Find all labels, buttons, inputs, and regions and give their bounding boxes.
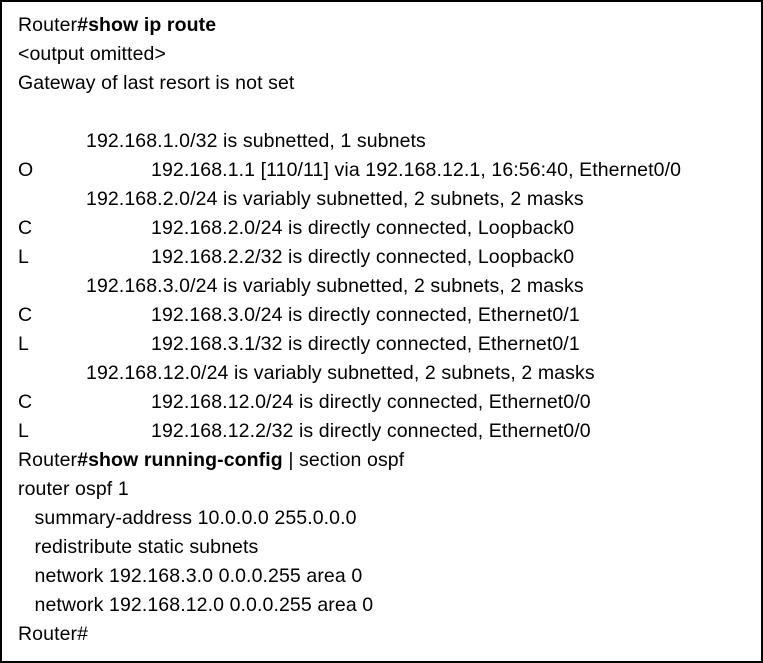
subnet-header-line: 192.168.3.0/24 is variably subnetted, 2 …: [86, 275, 584, 297]
subnet-header-line: 192.168.1.0/32 is subnetted, 1 subnets: [86, 130, 426, 152]
command-pipe-section-ospf: | section ospf: [282, 449, 405, 471]
command-text-show-running-config: #show running-config: [77, 449, 283, 471]
subnet-header-line: 192.168.2.0/24 is variably subnetted, 2 …: [86, 188, 584, 210]
table-row: O 192.168.1.1 [110/11] via 192.168.12.1, …: [18, 156, 761, 185]
route-entry-text: 192.168.12.2/32 is directly connected, E…: [151, 420, 591, 442]
table-row: C 192.168.12.0/24 is directly connected, …: [18, 388, 761, 417]
route-entry-text: 192.168.2.2/32 is directly connected, Lo…: [151, 246, 575, 268]
output-omitted-line: <output omitted>: [18, 43, 166, 65]
config-line: router ospf 1: [18, 478, 129, 500]
table-row: C 192.168.3.0/24 is directly connected, E…: [18, 301, 761, 330]
route-entry-text: 192.168.2.0/24 is directly connected, Lo…: [151, 217, 575, 239]
config-line: network 192.168.12.0 0.0.0.255 area 0: [29, 594, 374, 616]
device-prompt-name: Router: [18, 14, 78, 36]
route-code: L: [18, 246, 29, 268]
gateway-of-last-resort-line: Gateway of last resort is not set: [18, 72, 295, 94]
config-line: network 192.168.3.0 0.0.0.255 area 0: [29, 565, 363, 587]
routing-table: 192.168.1.0/32 is subnetted, 1 subnets O…: [18, 127, 761, 446]
config-line: redistribute static subnets: [29, 536, 259, 558]
route-code: C: [18, 304, 33, 326]
route-entry-text: 192.168.3.0/24 is directly connected, Et…: [151, 304, 580, 326]
subnet-header-line: 192.168.12.0/24 is variably subnetted, 2…: [86, 362, 595, 384]
route-entry-text: 192.168.12.0/24 is directly connected, E…: [151, 391, 591, 413]
command-line-show-ip-route: Router#show ip route: [18, 11, 761, 40]
device-prompt-name: Router: [18, 449, 78, 471]
route-code: C: [18, 391, 33, 413]
table-row: C 192.168.2.0/24 is directly connected, L…: [18, 214, 761, 243]
route-code: O: [18, 159, 34, 181]
table-row: L 192.168.2.2/32 is directly connected, L…: [18, 243, 761, 272]
final-prompt-line: Router#: [18, 623, 89, 645]
config-line: summary-address 10.0.0.0 255.0.0.0: [29, 507, 357, 529]
table-row: L 192.168.12.2/32 is directly connected, …: [18, 417, 761, 446]
route-entry-text: 192.168.1.1 [110/11] via 192.168.12.1, 1…: [151, 159, 682, 181]
running-config-output: router ospf 1 summary-address 10.0.0.0 2…: [18, 475, 761, 620]
blank-separator-line: [18, 98, 761, 127]
command-line-show-running-config: Router#show running-config | section osp…: [18, 446, 761, 475]
route-code: L: [18, 333, 29, 355]
route-code: L: [18, 420, 29, 442]
command-text-show-ip-route: #show ip route: [77, 14, 217, 36]
route-code: C: [18, 217, 33, 239]
table-row: L 192.168.3.1/32 is directly connected, E…: [18, 330, 761, 359]
route-entry-text: 192.168.3.1/32 is directly connected, Et…: [151, 333, 580, 355]
cli-transcript: Router#show ip route <output omitted> Ga…: [2, 2, 761, 649]
